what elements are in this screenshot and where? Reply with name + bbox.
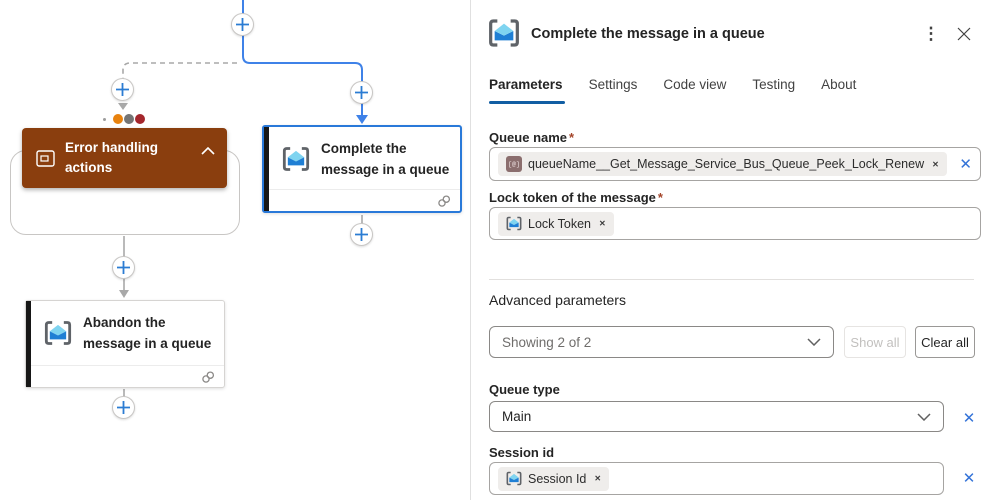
- remove-session-id-button[interactable]: ✕: [958, 467, 980, 489]
- status-dot-neutral: [124, 114, 134, 124]
- connection-link-icon: [202, 370, 215, 383]
- clear-all-button[interactable]: Clear all: [915, 326, 975, 358]
- scope-icon: [36, 149, 55, 167]
- token-remove-icon[interactable]: ✕: [599, 219, 606, 228]
- queue-type-dropdown[interactable]: Main: [489, 401, 944, 432]
- plus-icon: [355, 228, 368, 241]
- tab-code-view[interactable]: Code view: [663, 77, 727, 92]
- chevron-down-icon: [807, 338, 821, 346]
- insert-step-button[interactable]: [350, 81, 373, 104]
- plus-icon: [117, 261, 130, 274]
- tab-settings[interactable]: Settings: [588, 77, 638, 92]
- plus-icon: [236, 18, 249, 31]
- required-asterisk: *: [569, 130, 575, 145]
- lock-token-input[interactable]: Lock Token ✕: [489, 207, 981, 240]
- parameter-icon: [@]: [506, 156, 522, 172]
- connection-link-icon: [438, 194, 451, 207]
- insert-step-button[interactable]: [111, 78, 134, 101]
- plus-icon: [117, 401, 130, 414]
- show-all-button[interactable]: Show all: [844, 326, 906, 358]
- service-bus-icon: [282, 147, 310, 171]
- node-complete-message[interactable]: Complete the message in a queue: [262, 125, 462, 213]
- token-remove-icon[interactable]: ✕: [932, 159, 939, 169]
- clear-queue-name-button[interactable]: ✕: [959, 155, 972, 173]
- connector-lines: [118, 0, 368, 397]
- advanced-parameters-heading: Advanced parameters: [489, 292, 626, 308]
- section-divider: [489, 279, 974, 280]
- service-bus-icon: [506, 216, 522, 231]
- panel-title: Complete the message in a queue: [531, 26, 765, 42]
- kebab-icon: ⋮: [922, 24, 940, 43]
- remove-queue-type-button[interactable]: ✕: [958, 407, 980, 429]
- card-accent-bar: [26, 301, 31, 387]
- node-title: Abandon the message in a queue: [83, 315, 212, 351]
- more-options-button[interactable]: ⋮: [920, 22, 942, 46]
- card-accent-bar: [264, 127, 269, 211]
- workflow-canvas[interactable]: Error handling actions Complete the mess…: [0, 0, 470, 500]
- lock-token-label: Lock token of the message*: [489, 190, 663, 205]
- insert-step-button[interactable]: [231, 13, 254, 36]
- panel-tabs: Parameters Settings Code view Testing Ab…: [489, 77, 856, 92]
- chevron-down-icon: [917, 412, 931, 421]
- close-panel-button[interactable]: [953, 22, 975, 46]
- plus-icon: [355, 86, 368, 99]
- session-id-input[interactable]: Session Id ✕: [489, 462, 944, 495]
- queue-type-label: Queue type: [489, 382, 560, 397]
- node-error-handling-actions[interactable]: Error handling actions: [22, 128, 227, 188]
- required-asterisk: *: [657, 190, 663, 205]
- insert-step-button[interactable]: [350, 223, 373, 246]
- token-remove-icon[interactable]: ✕: [594, 474, 602, 483]
- insert-step-button[interactable]: [112, 256, 135, 279]
- insert-step-button[interactable]: [112, 396, 135, 419]
- scope-title: Error handling actions: [65, 140, 159, 175]
- session-id-label: Session id: [489, 445, 555, 460]
- active-tab-underline: [489, 101, 565, 104]
- service-bus-icon: [44, 321, 72, 345]
- node-abandon-message[interactable]: Abandon the message in a queue: [25, 300, 225, 388]
- advanced-parameters-dropdown[interactable]: Showing 2 of 2: [489, 326, 834, 358]
- status-dot-mini: [103, 118, 106, 121]
- plus-icon: [116, 83, 129, 96]
- queue-name-label: Queue name*: [489, 130, 575, 145]
- tab-parameters[interactable]: Parameters: [489, 77, 563, 92]
- close-icon: [957, 27, 971, 41]
- action-details-panel: Complete the message in a queue ⋮ Parame…: [470, 0, 1000, 500]
- service-bus-icon: [489, 19, 519, 47]
- session-id-token[interactable]: Session Id ✕: [498, 466, 610, 491]
- queue-name-input[interactable]: [@] queueName__Get_Message_Service_Bus_Q…: [489, 147, 981, 181]
- status-dot-error: [135, 114, 145, 124]
- service-bus-icon: [506, 471, 522, 486]
- status-dot-warning: [113, 114, 123, 124]
- tab-testing[interactable]: Testing: [752, 77, 796, 92]
- node-title: Complete the message in a queue: [321, 141, 450, 177]
- queue-name-token[interactable]: [@] queueName__Get_Message_Service_Bus_Q…: [498, 152, 947, 176]
- tab-about[interactable]: About: [821, 77, 857, 92]
- collapse-chevron-icon[interactable]: [201, 147, 215, 155]
- lock-token-token[interactable]: Lock Token ✕: [498, 211, 614, 236]
